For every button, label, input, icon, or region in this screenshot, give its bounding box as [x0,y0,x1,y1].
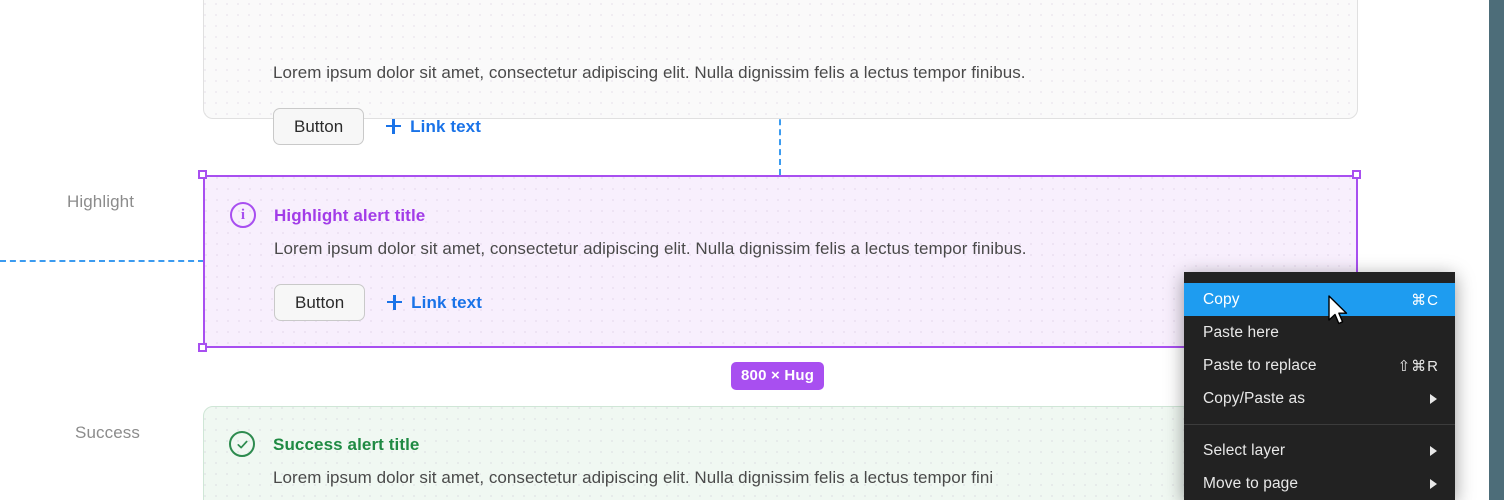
row-label-success: Success [75,423,140,442]
chevron-right-icon [1430,393,1437,404]
selection-handle-bottom-left[interactable] [198,343,207,352]
context-menu-shortcut: ⇧⌘R [1397,357,1439,375]
context-menu-item-copy[interactable]: Copy ⌘C [1184,283,1455,316]
mouse-cursor [1327,295,1349,332]
context-menu-label: Copy [1203,290,1240,308]
alert-button-highlight[interactable]: Button [274,284,366,321]
context-menu-item-copy-paste-as[interactable]: Copy/Paste as [1184,382,1455,415]
row-label-highlight: Highlight [67,192,135,211]
alert-link-info[interactable]: Link text [386,117,481,137]
context-menu-label: Select layer [1203,441,1286,459]
size-badge: 800 × Hug [731,362,825,390]
context-menu-item-move-to-page[interactable]: Move to page [1184,467,1455,500]
horizontal-alignment-guide [0,260,204,262]
plus-icon [386,119,402,134]
check-circle-icon [229,431,255,457]
context-menu-item-paste-to-replace[interactable]: Paste to replace ⇧⌘R [1184,349,1455,382]
context-menu-label: Copy/Paste as [1203,389,1306,407]
alert-title-highlight: Highlight alert title [274,206,426,225]
context-menu[interactable]: Copy ⌘C Paste here Paste to replace ⇧⌘R … [1184,272,1455,500]
chevron-right-icon [1430,478,1437,489]
context-menu-item-select-layer[interactable]: Select layer [1184,434,1455,467]
context-menu-item-paste-here[interactable]: Paste here [1184,316,1455,349]
alert-body-success: Lorem ipsum dolor sit amet, consectetur … [273,468,994,487]
context-menu-separator [1184,424,1455,425]
selection-handle-top-left[interactable] [198,170,207,179]
alert-link-label-highlight: Link text [411,292,482,312]
alert-card-info[interactable]: Lorem ipsum dolor sit amet, consectetur … [203,0,1358,145]
context-menu-label: Paste here [1203,323,1279,341]
context-menu-label: Move to page [1203,474,1299,492]
info-circle-icon: i [230,202,256,228]
context-menu-shortcut: ⌘C [1411,291,1439,309]
context-menu-label: Paste to replace [1203,356,1317,374]
alert-button-info[interactable]: Button [273,108,365,145]
chevron-right-icon [1430,445,1437,456]
alert-body-info: Lorem ipsum dolor sit amet, consectetur … [273,63,1026,82]
alert-body-highlight: Lorem ipsum dolor sit amet, consectetur … [274,239,1027,258]
alert-link-highlight[interactable]: Link text [387,293,482,313]
right-panel-strip [1489,0,1504,500]
plus-icon [387,295,403,310]
alert-title-success: Success alert title [273,435,420,454]
alert-link-label-info: Link text [410,116,481,136]
alert-card-success[interactable]: Success alert title Lorem ipsum dolor si… [203,406,1358,500]
selection-handle-top-right[interactable] [1352,170,1361,179]
alert-card-highlight[interactable]: i Highlight alert title Lorem ipsum dolo… [203,175,1358,348]
